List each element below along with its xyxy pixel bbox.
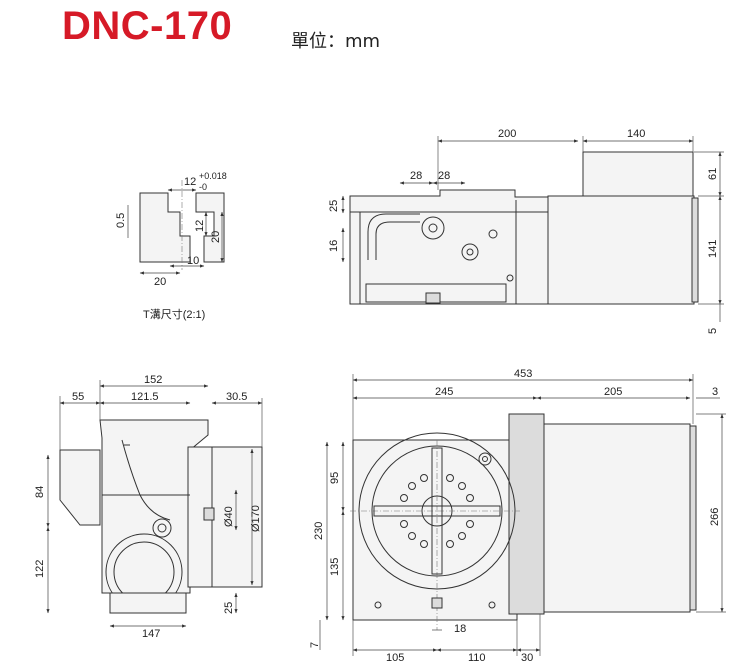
top-dim-453: 453: [514, 368, 532, 380]
front-foot: [109, 592, 187, 614]
top-bolt-hole: [400, 520, 408, 528]
tslot-tol-upper: +0.018: [199, 171, 227, 181]
top-dim-266: 266: [709, 508, 721, 526]
top-flange: [508, 413, 545, 615]
side-view: 200 140 28 28 25 16 61 141 5: [328, 128, 724, 334]
top-bolt-hole: [420, 474, 428, 482]
tslot-dim-left: 0.5: [115, 213, 127, 228]
side-dim-16: 16: [328, 240, 340, 252]
top-dim-110: 110: [468, 652, 486, 664]
front-dim-170: Ø170: [250, 505, 262, 532]
top-motor-endcap: [689, 425, 697, 611]
side-dim-140: 140: [627, 128, 645, 140]
front-dim-121-5: 121.5: [131, 391, 159, 403]
side-base-body: [349, 189, 549, 305]
top-dim-7: 7: [309, 642, 321, 648]
side-hub-inner: [428, 223, 438, 233]
side-dim-28b: 28: [438, 170, 450, 182]
top-bolt-hole: [458, 532, 466, 540]
top-dim-105: 105: [386, 652, 404, 664]
header: DNC-170 單位：mm: [0, 0, 751, 60]
top-bolt-hole: [408, 482, 416, 490]
side-curve: [375, 221, 420, 260]
front-dim-152: 152: [144, 374, 162, 386]
front-view: 152 55 121.5 30.5 84 122 Ø40 Ø170 25 147: [34, 374, 263, 640]
top-dim-245: 245: [435, 386, 453, 398]
tslot-tol-lower: -0: [199, 182, 207, 192]
front-dim-147: 147: [142, 628, 160, 640]
side-dim-61: 61: [707, 168, 719, 180]
tslot-detail: 12 +0.018 -0 0.5 12 20 10 20 T溝尺寸(2:1): [115, 171, 227, 321]
front-key: [203, 507, 215, 521]
top-bolt-hole: [420, 540, 428, 548]
model-title: DNC-170: [62, 4, 233, 48]
top-bolt-hole: [408, 532, 416, 540]
top-tslot-v: [431, 447, 443, 575]
top-bolt-hole: [446, 540, 454, 548]
front-bolt: [152, 518, 172, 538]
side-hub-outer: [421, 216, 445, 240]
front-dim-122: 122: [34, 560, 46, 578]
top-bolt-hole: [466, 520, 474, 528]
side-dim-200: 200: [498, 128, 516, 140]
side-pin: [488, 229, 498, 239]
unit-label: 單位：mm: [291, 31, 381, 52]
tslot-caption: T溝尺寸(2:1): [143, 307, 205, 321]
side-dim-141: 141: [707, 240, 719, 258]
side-dim-5: 5: [707, 328, 719, 334]
top-view: 453 245 205 3 95 230 135 266 18 7 105 11…: [309, 368, 726, 664]
tslot-dim-h12: 12: [194, 220, 206, 232]
top-base-hole: [488, 601, 496, 609]
top-dim-3: 3: [712, 386, 718, 398]
top-dim-30: 30: [521, 652, 533, 664]
side-key: [425, 292, 441, 304]
top-clamp-screw-inner: [482, 456, 488, 462]
top-dim-230: 230: [313, 522, 325, 540]
tslot-dim-h20: 20: [210, 231, 222, 243]
top-key: [431, 597, 443, 609]
top-tslot-h: [373, 505, 501, 517]
side-dim-25: 25: [328, 200, 340, 212]
front-motor-side: [59, 449, 101, 526]
top-dim-135: 135: [329, 558, 341, 576]
side-curve: [367, 213, 420, 260]
top-dim-205: 205: [604, 386, 622, 398]
front-dim-25: 25: [223, 602, 235, 614]
top-bolt-hole: [446, 474, 454, 482]
top-motor: [543, 423, 691, 613]
side-motor-body: [547, 195, 695, 305]
side-bolt-outer: [461, 243, 479, 261]
side-dim-28a: 28: [410, 170, 422, 182]
tslot-right-profile: [195, 192, 225, 263]
side-motor-endcap: [691, 197, 699, 303]
tslot-dim-top: 12: [184, 176, 196, 188]
top-bolt-hole: [400, 494, 408, 502]
top-dim-95: 95: [329, 472, 341, 484]
tslot-left-profile: [139, 192, 191, 263]
tslot-dim-w10: 10: [187, 255, 199, 267]
front-dim-30-5: 30.5: [226, 391, 247, 403]
tslot-dim-bottom: 20: [154, 276, 166, 288]
front-dim-84: 84: [34, 486, 46, 498]
side-motor-box: [582, 151, 694, 197]
front-bolt-inner: [157, 523, 167, 533]
top-dim-18: 18: [454, 623, 466, 635]
top-clamp-screw: [478, 452, 492, 466]
top-bolt-hole: [466, 494, 474, 502]
front-dim-40: Ø40: [223, 506, 235, 527]
front-dim-55: 55: [72, 391, 84, 403]
side-pin: [506, 274, 514, 282]
side-bolt-inner: [466, 248, 474, 256]
top-base-hole: [374, 601, 382, 609]
top-bolt-hole: [458, 482, 466, 490]
